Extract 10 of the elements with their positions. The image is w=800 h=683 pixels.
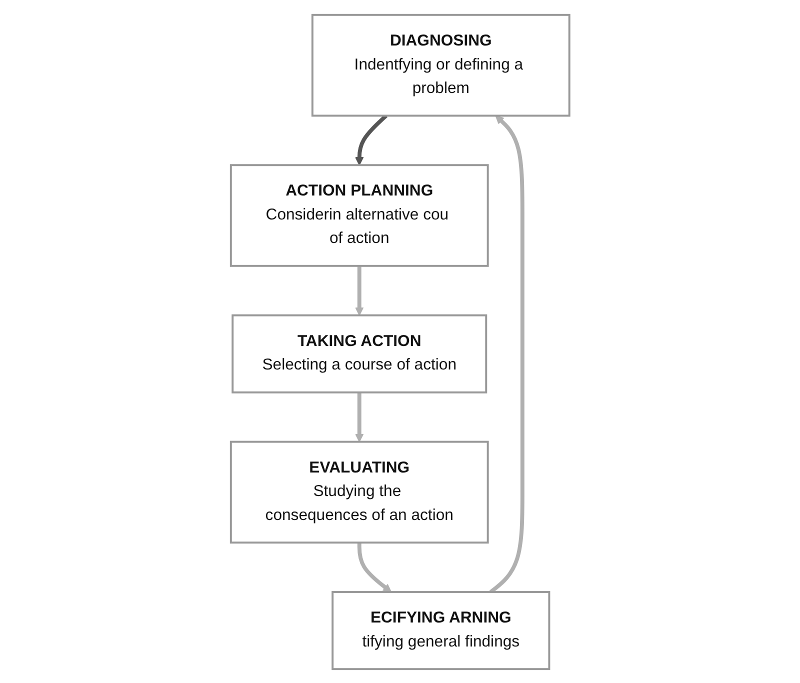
arrow [354,265,364,316]
node-box: DIAGNOSING Indentfying or defining a problem [311,13,570,116]
node-box: TAKING ACTION Selecting a course of action [231,314,487,393]
arrow [354,114,388,165]
arrow [357,542,392,592]
arrow [354,392,364,442]
node-box: ACTION PLANNING Considerin alternative cou of action [230,164,489,266]
node-box: ECIFYING ARNING tifying general findings [331,590,550,670]
arrow [489,114,524,594]
node-box: EVALUATING Studying the consequences of an action [230,440,489,544]
